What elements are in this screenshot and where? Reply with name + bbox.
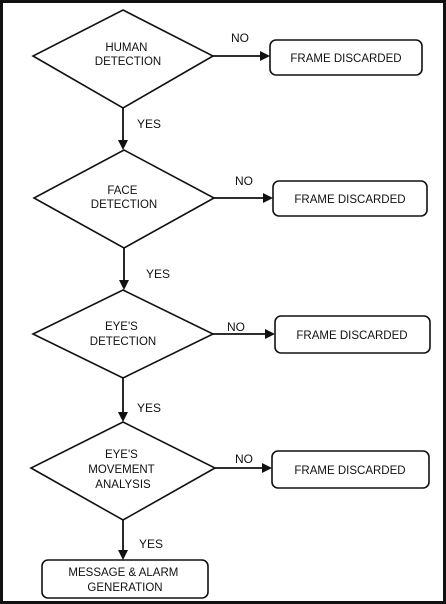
decision-eyes-movement-analysis-label: EYE'S MOVEMENT ANALYSIS <box>88 449 157 491</box>
frame-discarded-box-2 <box>272 180 428 217</box>
decision-line: DETECTION <box>91 199 157 211</box>
yes-label-2: YES <box>146 267 170 281</box>
no-label-4: NO <box>235 452 253 466</box>
decision-line: HUMAN <box>105 42 147 54</box>
message-alarm-generation-box <box>41 559 209 599</box>
frame-discarded-box-4 <box>271 450 430 489</box>
yes-label-1: YES <box>137 117 161 131</box>
final-line: MESSAGE & ALARM <box>68 567 178 579</box>
no-label-3: NO <box>227 320 245 334</box>
frame-discarded-box-1 <box>269 39 423 76</box>
decision-human-detection-label: HUMAN DETECTION <box>95 42 161 68</box>
decision-line: MOVEMENT <box>88 464 154 476</box>
decision-face-detection-label: FACE DETECTION <box>91 185 157 211</box>
frame-discarded-label-1: FRAME DISCARDED <box>290 53 401 65</box>
no-label-1: NO <box>231 31 249 45</box>
decision-eyes-detection-label: EYE'S DETECTION <box>90 321 156 348</box>
frame-discarded-box-3 <box>274 315 431 354</box>
decision-line: DETECTION <box>95 56 161 68</box>
frame-discarded-label-2: FRAME DISCARDED <box>294 194 405 206</box>
decision-line: FACE <box>107 185 137 197</box>
yes-label-3: YES <box>137 401 161 415</box>
decision-line: DETECTION <box>90 336 156 348</box>
frame-discarded-label-4: FRAME DISCARDED <box>294 465 405 477</box>
final-line: GENERATION <box>87 582 162 594</box>
frame-discarded-label-3: FRAME DISCARDED <box>296 330 407 342</box>
no-label-2: NO <box>235 174 253 188</box>
decision-line: EYE'S <box>105 321 138 333</box>
decision-line: ANALYSIS <box>95 479 151 491</box>
decision-line: EYE'S <box>105 449 138 461</box>
message-alarm-generation-label: MESSAGE & ALARM GENERATION <box>68 567 181 594</box>
yes-label-4: YES <box>139 537 163 551</box>
